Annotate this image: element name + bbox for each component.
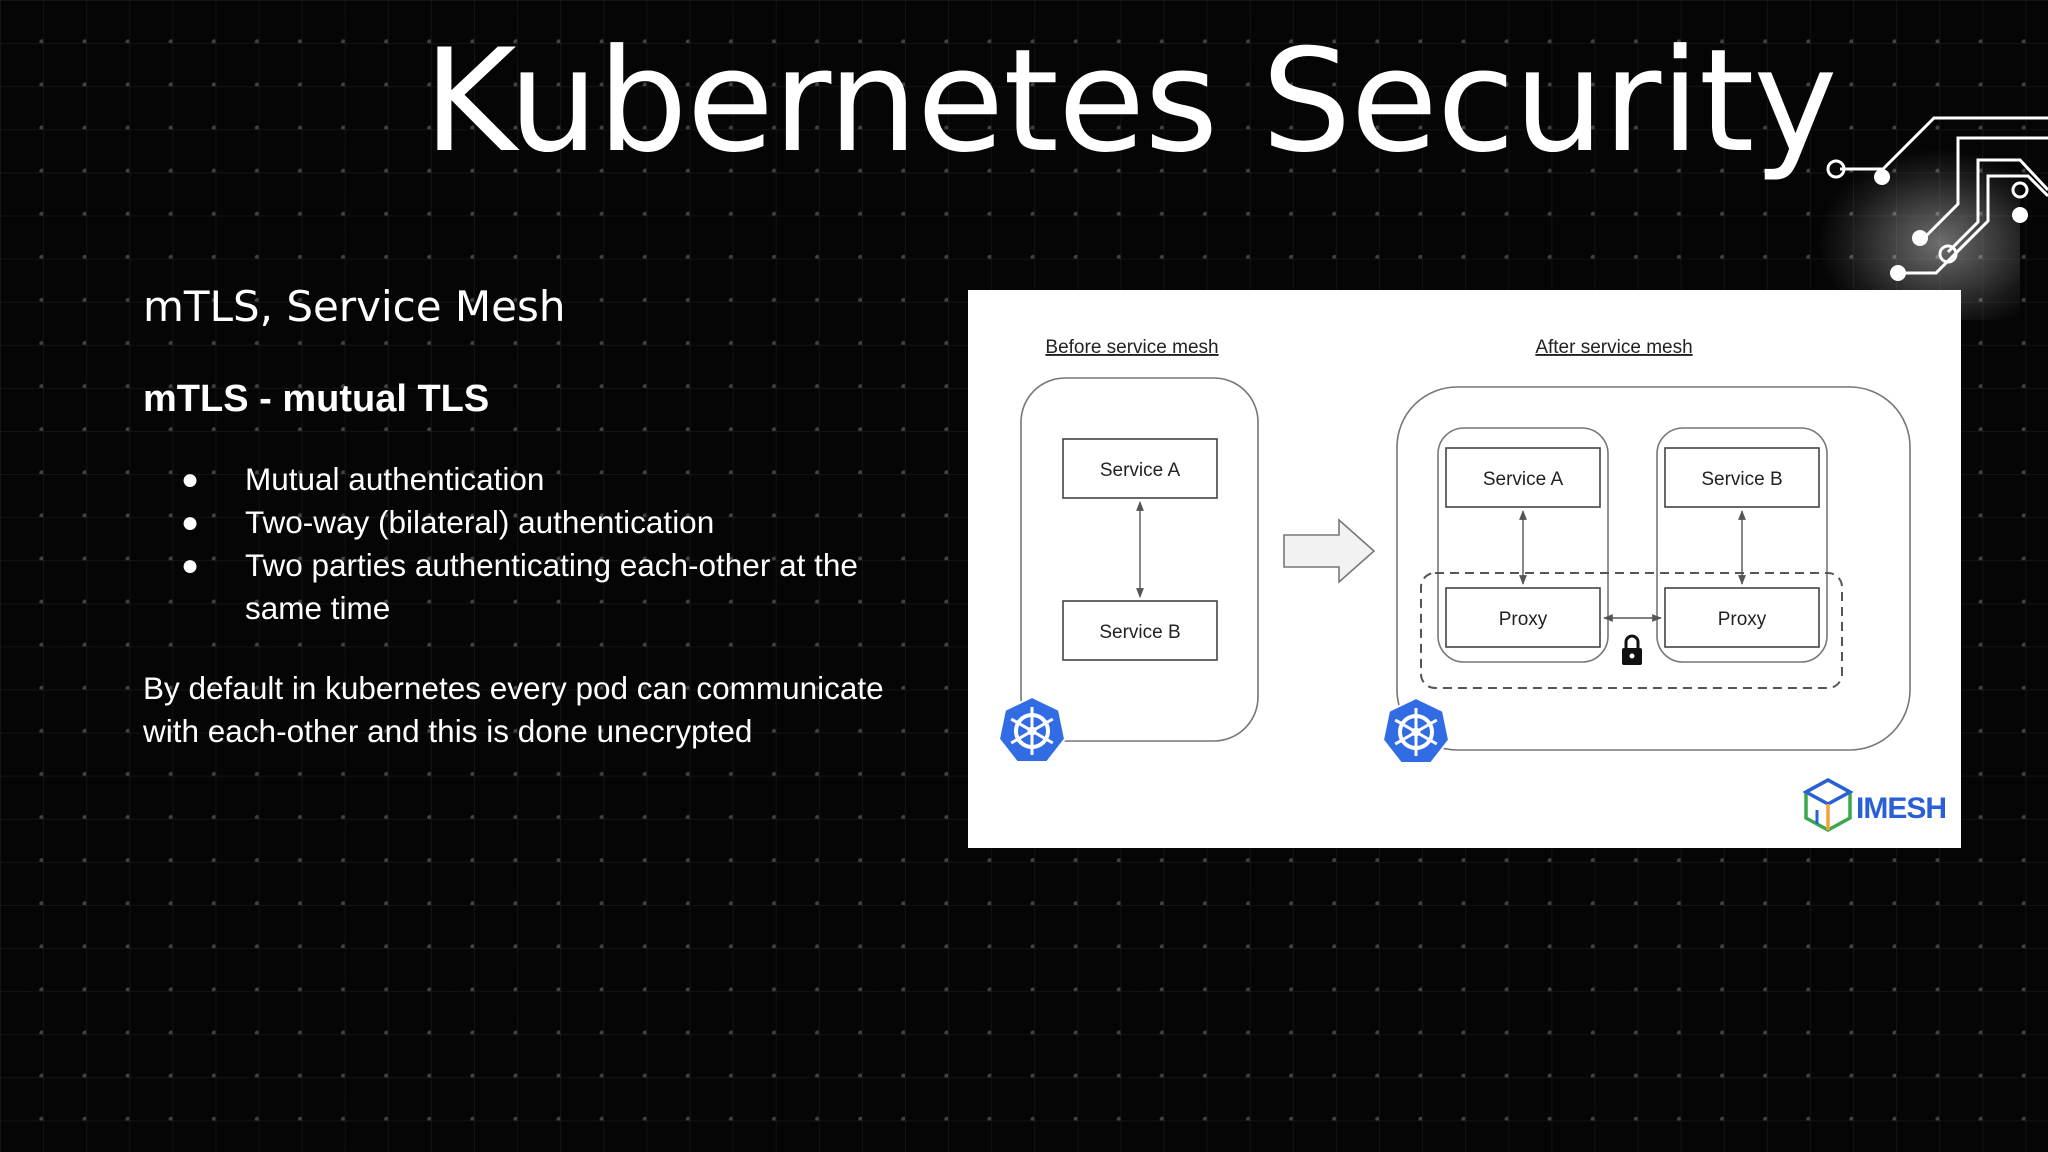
before-service-a-label: Service A (1100, 460, 1181, 481)
section-subtitle: mTLS, Service Mesh (143, 282, 566, 331)
kubernetes-logo-icon (1381, 696, 1451, 765)
after-title: After service mesh (1535, 337, 1692, 358)
mesh-boundary (1420, 572, 1843, 689)
before-service-a-box (1062, 438, 1218, 499)
after-service-a-box (1445, 447, 1601, 508)
bullet-text: Two parties authenticating each-other at… (245, 547, 858, 626)
proxy-a-label: Proxy (1499, 609, 1548, 630)
bullet-text: Two-way (bilateral) authentication (245, 504, 715, 540)
bullet-item: ● Two-way (bilateral) authentication (143, 501, 903, 544)
before-service-b-box (1062, 600, 1218, 661)
body-paragraph: By default in kubernetes every pod can c… (143, 670, 884, 749)
imesh-brand-text: IMESH (1856, 792, 1946, 825)
proxy-a-box (1445, 587, 1601, 648)
slide-title: Kubernetes Security (423, 19, 1837, 184)
bullet-item: ● Two parties authenticating each-other a… (143, 544, 903, 630)
bullet-item: ● Mutual authentication (143, 458, 903, 501)
after-cluster (1396, 386, 1911, 751)
pod-a (1437, 427, 1609, 663)
kubernetes-logo-icon (997, 695, 1067, 764)
service-mesh-diagram: Before service mesh Service A Service B … (968, 290, 1961, 848)
proxy-b-box (1664, 587, 1820, 648)
bullet-dot-icon: ● (181, 549, 200, 582)
after-service-a-label: Service A (1483, 469, 1564, 490)
before-service-b-label: Service B (1099, 622, 1180, 643)
section-heading: mTLS - mutual TLS (143, 378, 490, 420)
bullet-dot-icon: ● (181, 506, 200, 539)
before-cluster (1020, 377, 1259, 742)
imesh-logo-icon (1802, 778, 1854, 832)
bullet-dot-icon: ● (181, 463, 200, 496)
pod-b (1656, 427, 1828, 663)
after-service-b-label: Service B (1701, 469, 1782, 490)
bullet-list: ● Mutual authentication ● Two-way (bilater… (143, 458, 903, 630)
bullet-text: Mutual authentication (245, 461, 545, 497)
circuit-decoration (1826, 116, 2048, 281)
proxy-b-label: Proxy (1718, 609, 1767, 630)
before-title: Before service mesh (1045, 337, 1218, 358)
lock-icon (1622, 634, 1642, 665)
after-service-b-box (1664, 447, 1820, 508)
arrow-right-icon (1283, 518, 1376, 584)
